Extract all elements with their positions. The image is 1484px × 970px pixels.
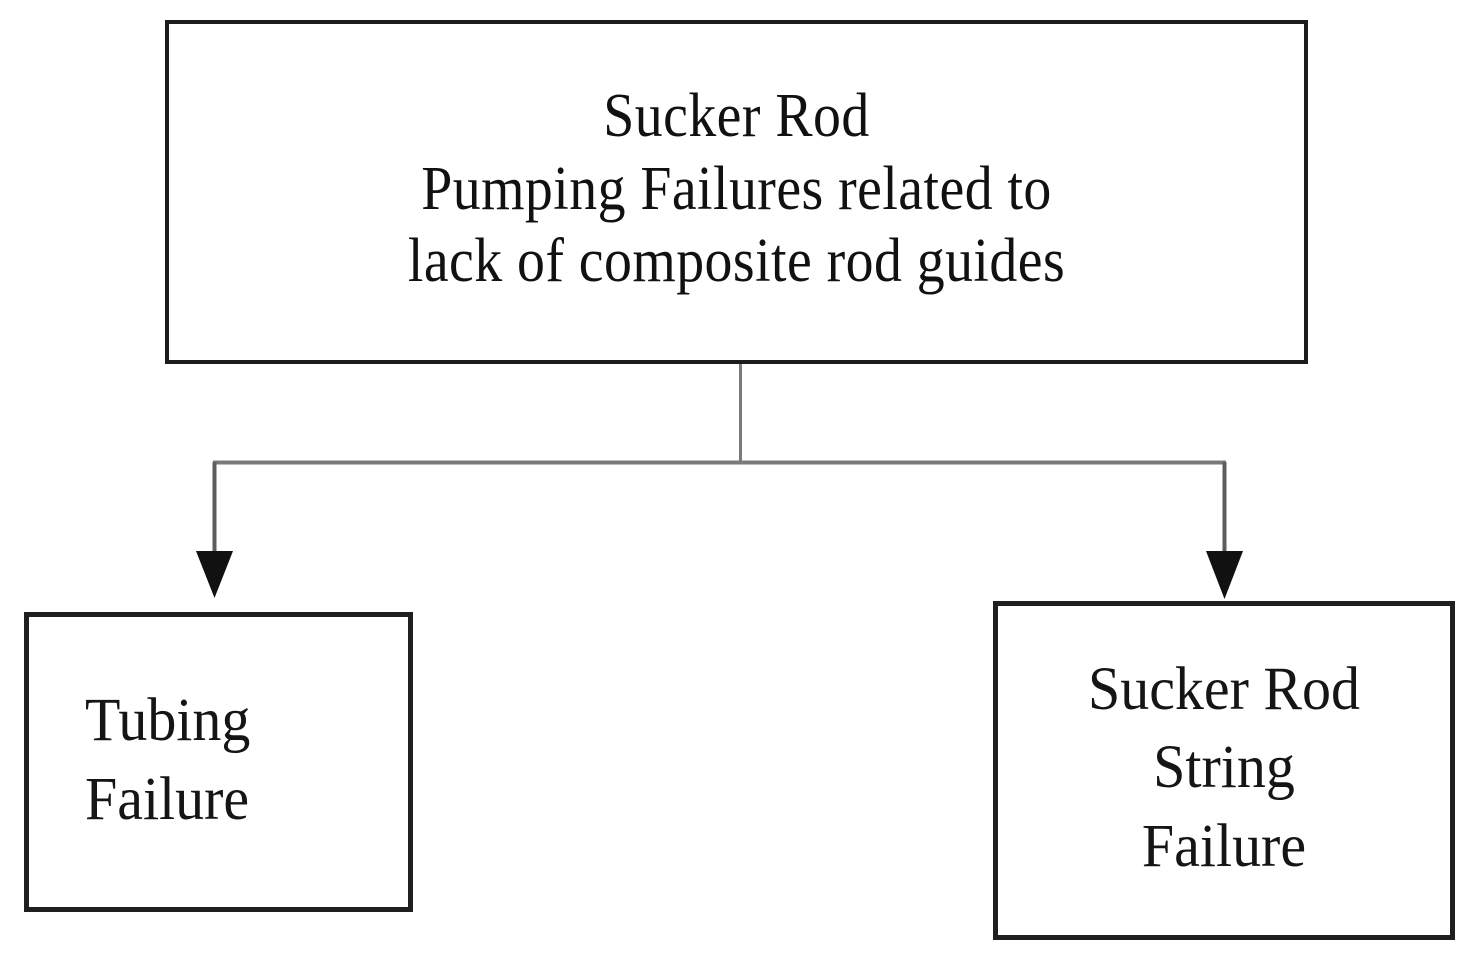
arrowhead-to-sucker-rod-string-failure <box>1206 551 1243 599</box>
node-tubing-failure-line-2: Failure <box>85 766 250 833</box>
node-root-line-1: Sucker Rod <box>603 82 870 151</box>
node-root-line-3: lack of composite rod guides <box>407 227 1066 296</box>
arrowhead-to-tubing-failure <box>196 551 233 598</box>
node-tubing-failure[interactable]: Tubing Failure <box>24 612 413 912</box>
node-root-line-2: Pumping Failures related to <box>421 154 1052 223</box>
node-sucker-rod-string-failure[interactable]: Sucker Rod String Failure <box>993 601 1455 940</box>
node-sucker-rod-string-failure-line-3: Failure <box>1141 812 1307 880</box>
node-sucker-rod-string-failure-line-2: String <box>1153 734 1295 802</box>
node-tubing-failure-line-1: Tubing <box>85 686 251 754</box>
node-sucker-rod-string-failure-line-1: Sucker Rod <box>1087 656 1360 724</box>
node-root-sucker-rod-pumping-failures[interactable]: Sucker Rod Pumping Failures related to l… <box>165 20 1308 364</box>
